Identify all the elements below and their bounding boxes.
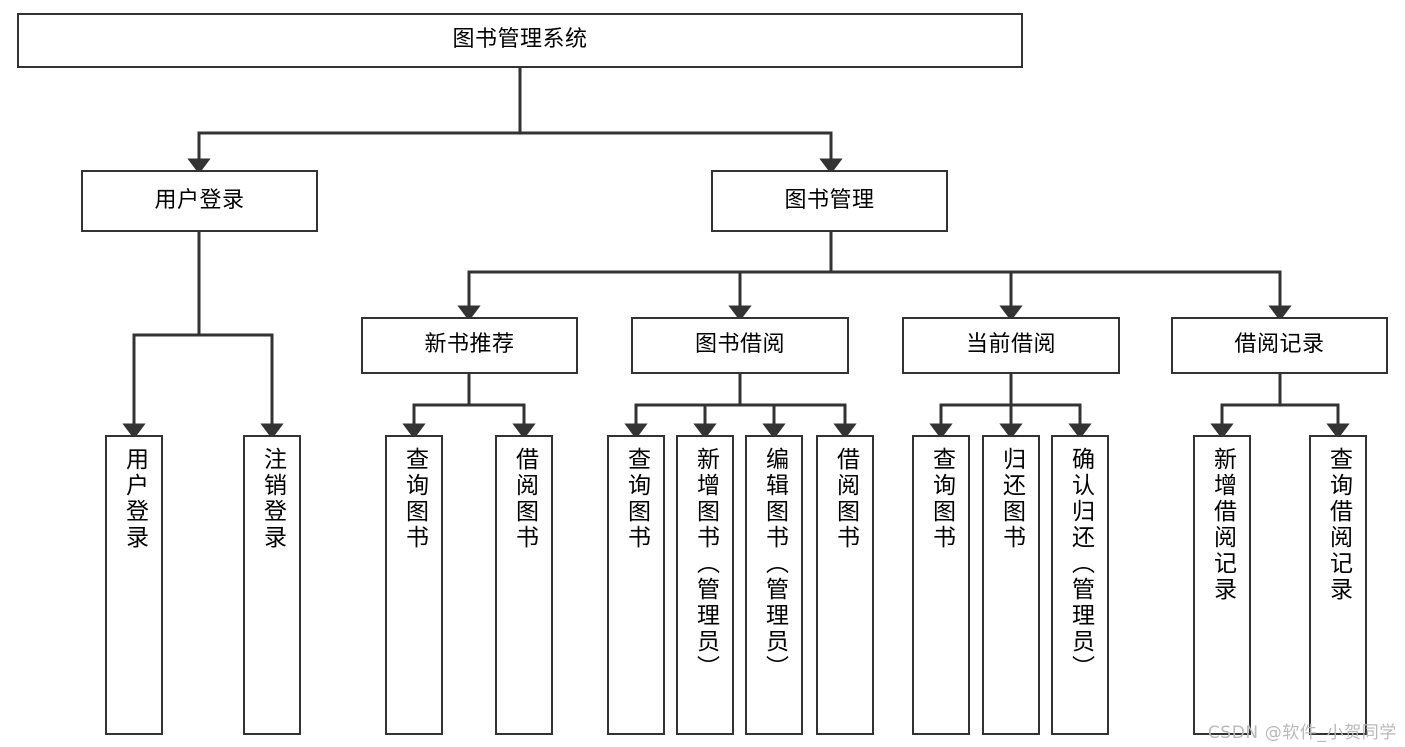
node-leaf-query-book-1-label: 查询图书 <box>401 447 428 551</box>
node-leaf-edit-book[interactable]: 编辑图书（管理员） <box>745 435 803 735</box>
node-leaf-borrow-book-1-label: 借阅图书 <box>511 447 538 551</box>
node-root[interactable]: 图书管理系统 <box>17 13 1023 68</box>
node-borrow-record[interactable]: 借阅记录 <box>1171 317 1388 374</box>
node-leaf-query-record-label: 查询借阅记录 <box>1325 447 1352 603</box>
node-leaf-add-book[interactable]: 新增图书（管理员） <box>676 435 734 735</box>
node-leaf-user-login[interactable]: 用户登录 <box>105 435 163 735</box>
node-new-book-recommend[interactable]: 新书推荐 <box>361 317 578 374</box>
node-leaf-edit-book-label: 编辑图书（管理员） <box>761 447 788 681</box>
node-leaf-query-book-3[interactable]: 查询图书 <box>912 435 970 735</box>
node-new-book-recommend-label: 新书推荐 <box>424 332 515 358</box>
node-book-management-label: 图书管理 <box>784 187 875 213</box>
csdn-watermark: CSDN @软件_小贺同学 <box>1207 723 1397 743</box>
node-leaf-confirm-return[interactable]: 确认归还（管理员） <box>1051 435 1109 735</box>
node-leaf-query-book-1[interactable]: 查询图书 <box>385 435 443 735</box>
node-current-borrow[interactable]: 当前借阅 <box>902 317 1120 374</box>
node-leaf-return-book-label: 归还图书 <box>998 447 1025 551</box>
node-leaf-add-record[interactable]: 新增借阅记录 <box>1193 435 1251 735</box>
node-leaf-add-book-label: 新增图书（管理员） <box>692 447 719 681</box>
node-leaf-query-record[interactable]: 查询借阅记录 <box>1309 435 1367 735</box>
node-leaf-query-book-2-label: 查询图书 <box>623 447 650 551</box>
node-leaf-query-book-2[interactable]: 查询图书 <box>607 435 665 735</box>
node-leaf-query-book-3-label: 查询图书 <box>928 447 955 551</box>
node-leaf-user-logout-label: 注销登录 <box>259 447 286 551</box>
node-book-management[interactable]: 图书管理 <box>711 170 948 232</box>
node-user-login[interactable]: 用户登录 <box>81 170 318 232</box>
node-book-borrow[interactable]: 图书借阅 <box>631 317 849 374</box>
node-leaf-user-logout[interactable]: 注销登录 <box>243 435 301 735</box>
node-current-borrow-label: 当前借阅 <box>965 332 1056 358</box>
node-book-borrow-label: 图书借阅 <box>694 332 785 358</box>
node-user-login-label: 用户登录 <box>154 187 245 213</box>
node-leaf-borrow-book-1[interactable]: 借阅图书 <box>495 435 553 735</box>
node-leaf-confirm-return-label: 确认归还（管理员） <box>1067 447 1094 681</box>
node-leaf-add-record-label: 新增借阅记录 <box>1209 447 1236 603</box>
node-root-label: 图书管理系统 <box>452 27 588 53</box>
node-leaf-return-book[interactable]: 归还图书 <box>982 435 1040 735</box>
node-leaf-user-login-label: 用户登录 <box>121 447 148 551</box>
node-borrow-record-label: 借阅记录 <box>1234 332 1325 358</box>
node-leaf-borrow-book-2[interactable]: 借阅图书 <box>816 435 874 735</box>
node-leaf-borrow-book-2-label: 借阅图书 <box>832 447 859 551</box>
